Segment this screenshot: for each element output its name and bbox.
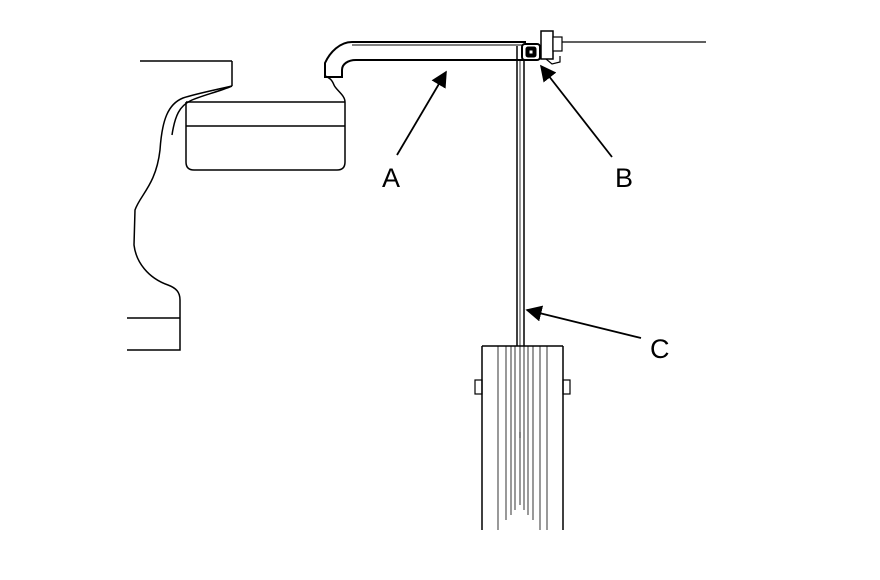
callout-c: C (650, 334, 670, 364)
left-housing (127, 60, 233, 351)
callout-a: A (382, 163, 400, 193)
pedal-pad (474, 345, 571, 530)
leader-a (396, 70, 447, 156)
link-rod-c (516, 46, 525, 346)
leader-b (540, 64, 613, 158)
leader-c (525, 305, 642, 339)
center-box (185, 75, 346, 171)
leader-lines (396, 64, 642, 339)
bracket-a (324, 41, 526, 78)
clip-b (521, 30, 706, 65)
callout-b: B (615, 163, 633, 193)
